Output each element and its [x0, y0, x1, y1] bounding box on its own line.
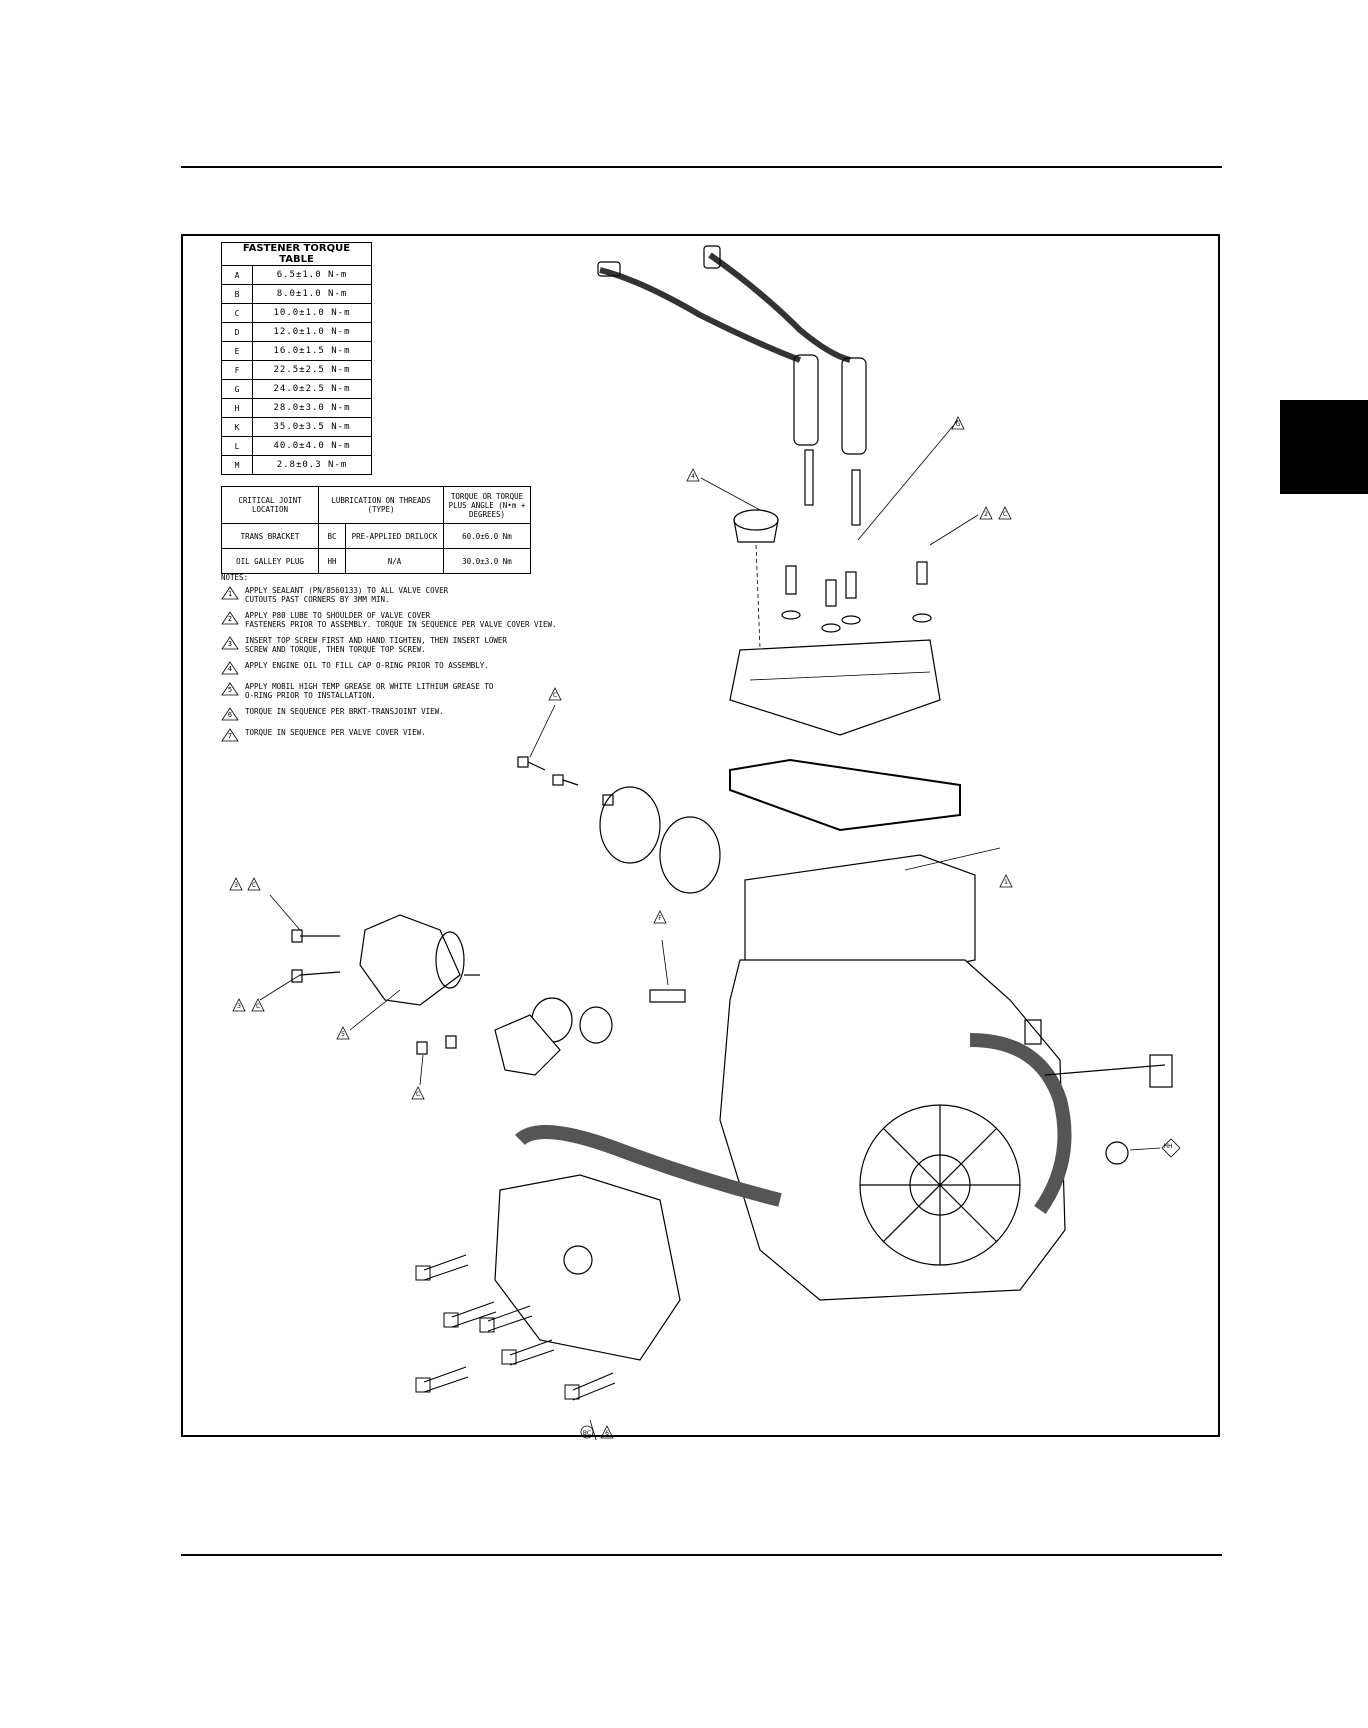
torque-value: 16.0±1.5 N-m: [252, 341, 372, 361]
note-triangle-icon: 1: [221, 586, 239, 600]
note-item: 6 TORQUE IN SEQUENCE PER BRKT-TRANSJOINT …: [221, 707, 621, 721]
torque-code: B: [221, 284, 253, 304]
note-text: APPLY P80 LUBE TO SHOULDER OF VALVE COVE…: [245, 611, 557, 629]
column-header: TORQUE OR TORQUE PLUS ANGLE (N•m + DEGRE…: [443, 486, 531, 524]
torque-code: K: [221, 417, 253, 437]
note-triangle-icon: 3: [221, 636, 239, 650]
torque-value: 35.0±3.5 N-m: [252, 417, 372, 437]
torque-code: A: [221, 265, 253, 285]
torque-value: 24.0±2.5 N-m: [252, 379, 372, 399]
note-item: 1 APPLY SEALANT (PN/8560133) TO ALL VALVE…: [221, 586, 621, 604]
torque-value: 6.5±1.0 N-m: [252, 265, 372, 285]
callout-3-upper: 3: [229, 877, 243, 891]
note-triangle-icon: 5: [221, 682, 239, 696]
note-text: APPLY MOBIL HIGH TEMP GREASE OR WHITE LI…: [245, 682, 494, 700]
drawing-frame: [181, 234, 1220, 1437]
note-item: 2 APPLY P80 LUBE TO SHOULDER OF VALVE COV…: [221, 611, 621, 629]
torque-value: 40.0±4.0 N-m: [252, 436, 372, 456]
torque-code: D: [221, 322, 253, 342]
callout-c-upper-starter: C: [247, 877, 261, 891]
callout-5: 5: [336, 1026, 350, 1040]
joint-torque: 60.0±6.0 Nm: [443, 523, 531, 549]
torque-value: 8.0±1.0 N-m: [252, 284, 372, 304]
column-header: LUBRICATION ON THREADS (TYPE): [318, 486, 444, 524]
joint-location: TRANS BRACKET: [221, 523, 319, 549]
torque-value: 28.0±3.0 N-m: [252, 398, 372, 418]
lube-symbol: HH: [318, 548, 346, 574]
callout-6: 6: [600, 1425, 614, 1439]
joint-location: OIL GALLEY PLUG: [221, 548, 319, 574]
note-text: APPLY ENGINE OIL TO FILL CAP O-RING PRIO…: [245, 661, 489, 670]
fastener-table-title: FASTENER TORQUE TABLE: [221, 242, 372, 266]
lube-type: PRE-APPLIED DRILOCK: [345, 523, 444, 549]
note-text: APPLY SEALANT (PN/8560133) TO ALL VALVE …: [245, 586, 449, 604]
header-rule: [181, 166, 1222, 168]
lube-symbol: BC: [318, 523, 346, 549]
callout-g: G: [951, 416, 965, 430]
torque-code: M: [221, 455, 253, 475]
note-triangle-icon: 4: [221, 661, 239, 675]
note-triangle-icon: 7: [221, 728, 239, 742]
torque-code: G: [221, 379, 253, 399]
callout-4: 4: [686, 468, 700, 482]
callout-f: F: [653, 910, 667, 924]
torque-value: 22.5±2.5 N-m: [252, 360, 372, 380]
table-row: OIL GALLEY PLUG HH N/A 30.0±3.0 Nm: [221, 548, 531, 574]
callout-3-lower: 3: [232, 998, 246, 1012]
callout-2: 2: [979, 506, 993, 520]
note-item: 7 TORQUE IN SEQUENCE PER VALVE COVER VIEW…: [221, 728, 621, 742]
torque-code: L: [221, 436, 253, 456]
torque-code: E: [221, 341, 253, 361]
joint-torque: 30.0±3.0 Nm: [443, 548, 531, 574]
callout-bc: BC: [580, 1425, 594, 1439]
callout-c-bolts: C: [548, 687, 562, 701]
critical-joint-table: CRITICAL JOINT LOCATION LUBRICATION ON T…: [221, 486, 531, 574]
callout-c-thermostat: C: [411, 1086, 425, 1100]
notes-block: NOTES: 1 APPLY SEALANT (PN/8560133) TO AL…: [221, 573, 621, 749]
table-row: TRANS BRACKET BC PRE-APPLIED DRILOCK 60.…: [221, 523, 531, 549]
note-triangle-icon: 2: [221, 611, 239, 625]
note-text: TORQUE IN SEQUENCE PER VALVE COVER VIEW.: [245, 728, 426, 737]
torque-value: 12.0±1.0 N-m: [252, 322, 372, 342]
callout-1: 1: [999, 874, 1013, 888]
note-item: 5 APPLY MOBIL HIGH TEMP GREASE OR WHITE L…: [221, 682, 621, 700]
torque-code: F: [221, 360, 253, 380]
callout-hh: HH: [1161, 1138, 1181, 1158]
note-triangle-icon: 6: [221, 707, 239, 721]
column-header: CRITICAL JOINT LOCATION: [221, 486, 319, 524]
torque-value: 10.0±1.0 N-m: [252, 303, 372, 323]
torque-code: H: [221, 398, 253, 418]
torque-value: 2.8±0.3 N-m: [252, 455, 372, 475]
note-text: TORQUE IN SEQUENCE PER BRKT-TRANSJOINT V…: [245, 707, 444, 716]
note-item: 3 INSERT TOP SCREW FIRST AND HAND TIGHTEN…: [221, 636, 621, 654]
note-item: 4 APPLY ENGINE OIL TO FILL CAP O-RING PRI…: [221, 661, 621, 675]
lube-type: N/A: [345, 548, 444, 574]
footer-rule: [181, 1554, 1222, 1556]
torque-code: C: [221, 303, 253, 323]
notes-heading: NOTES:: [221, 573, 249, 582]
note-text: INSERT TOP SCREW FIRST AND HAND TIGHTEN,…: [245, 636, 507, 654]
chapter-tab: [1280, 400, 1368, 494]
callout-c-lower-starter: C: [251, 998, 265, 1012]
callout-c-top: C: [998, 506, 1012, 520]
